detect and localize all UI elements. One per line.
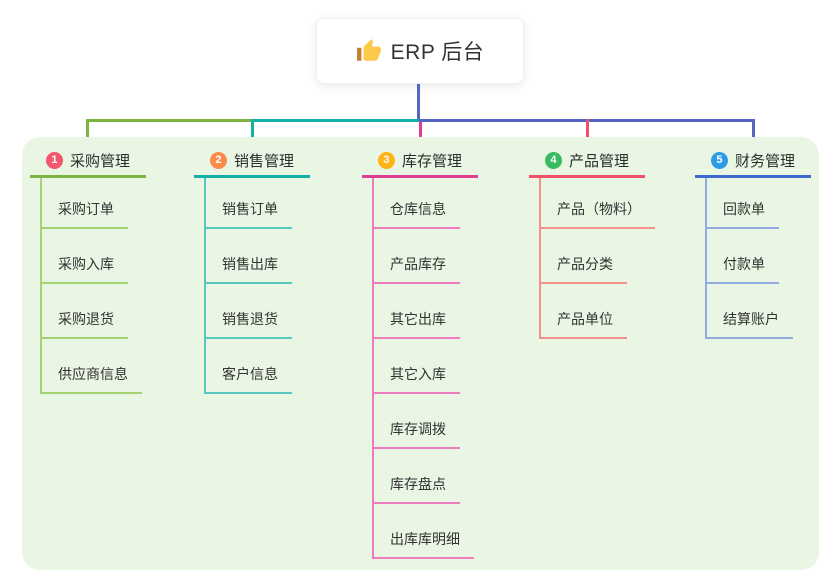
branch-product-node[interactable]: 4 产品管理 [529,149,645,171]
branch-purchase-node[interactable]: 1 采购管理 [30,149,146,171]
child-node-label[interactable]: 产品（物料） [541,199,655,229]
branch-underline [529,175,645,178]
child-node: 产品单位 [539,284,655,339]
child-node: 其它入库 [372,339,474,394]
root-node-label: ERP 后台 [390,41,485,64]
child-node-label[interactable]: 产品单位 [541,309,627,339]
connector-root-drop [417,84,420,122]
branch-label: 采购管理 [69,152,130,170]
branch-underline [362,175,478,178]
child-node: 产品分类 [539,229,655,284]
connector-drop-branch-1 [86,119,89,149]
child-node: 库存盘点 [372,449,474,504]
connector-drop-branch-5 [752,119,755,149]
child-node-label[interactable]: 采购订单 [42,199,128,229]
child-node-label[interactable]: 客户信息 [206,364,292,394]
connector-drop-branch-3 [419,122,422,149]
branch-panel [22,137,819,570]
child-node: 产品库存 [372,229,474,284]
branch-children: 销售订单 销售出库 销售退货 客户信息 [204,178,292,394]
branch-number-badge: 4 [544,151,562,169]
branch-sales-node[interactable]: 2 销售管理 [194,149,310,171]
connector-drop-branch-2 [251,119,254,149]
child-node: 客户信息 [204,339,292,394]
child-node-label[interactable]: 销售退货 [206,309,292,339]
child-node-label[interactable]: 采购入库 [42,254,128,284]
child-node: 回款单 [705,178,793,229]
child-node: 结算账户 [705,284,793,339]
branch-children: 采购订单 采购入库 采购退货 供应商信息 [40,178,142,394]
branch-label: 产品管理 [568,152,629,170]
child-node: 采购入库 [40,229,142,284]
connector-horizontal-teal [253,119,419,122]
child-node-label[interactable]: 回款单 [707,199,779,229]
child-node: 采购退货 [40,284,142,339]
branch-underline [695,175,811,178]
child-node-label[interactable]: 出库库明细 [374,529,474,559]
branch-inventory-node[interactable]: 3 库存管理 [362,149,478,171]
branch-children: 仓库信息 产品库存 其它出库 其它入库 库存调拨 库存盘点 出库库明细 [372,178,474,559]
child-node-label[interactable]: 产品分类 [541,254,627,284]
child-node: 销售出库 [204,229,292,284]
child-node: 付款单 [705,229,793,284]
child-node: 销售订单 [204,178,292,229]
child-node-label[interactable]: 其它出库 [374,309,460,339]
child-node-label[interactable]: 销售出库 [206,254,292,284]
thumbs-up-icon [356,39,381,61]
child-node-label[interactable]: 采购退货 [42,309,128,339]
branch-underline [30,175,146,178]
root-node[interactable]: ERP 后台 [316,18,524,84]
branch-finance-node[interactable]: 5 财务管理 [695,149,811,171]
child-node-label[interactable]: 库存调拨 [374,419,460,449]
connector-drop-branch-4 [586,119,589,149]
branch-number-badge: 3 [377,151,395,169]
branch-label: 财务管理 [734,152,795,170]
branch-number-badge: 5 [710,151,728,169]
child-node-label[interactable]: 产品库存 [374,254,460,284]
child-node-label[interactable]: 销售订单 [206,199,292,229]
child-node: 出库库明细 [372,504,474,559]
branch-underline [194,175,310,178]
child-node: 供应商信息 [40,339,142,394]
child-node: 其它出库 [372,284,474,339]
branch-number-badge: 1 [45,151,63,169]
connector-horizontal-green [86,119,253,122]
child-node: 产品（物料） [539,178,655,229]
branch-label: 库存管理 [401,152,462,170]
branch-label: 销售管理 [233,152,294,170]
branch-children: 产品（物料） 产品分类 产品单位 [539,178,655,339]
branch-children: 回款单 付款单 结算账户 [705,178,793,339]
child-node: 库存调拨 [372,394,474,449]
branch-number-badge: 2 [209,151,227,169]
child-node-label[interactable]: 仓库信息 [374,199,460,229]
child-node: 采购订单 [40,178,142,229]
child-node-label[interactable]: 其它入库 [374,364,460,394]
child-node-label[interactable]: 结算账户 [707,309,793,339]
child-node-label[interactable]: 库存盘点 [374,474,460,504]
child-node: 销售退货 [204,284,292,339]
child-node-label[interactable]: 供应商信息 [42,364,142,394]
child-node-label[interactable]: 付款单 [707,254,779,284]
child-node: 仓库信息 [372,178,474,229]
